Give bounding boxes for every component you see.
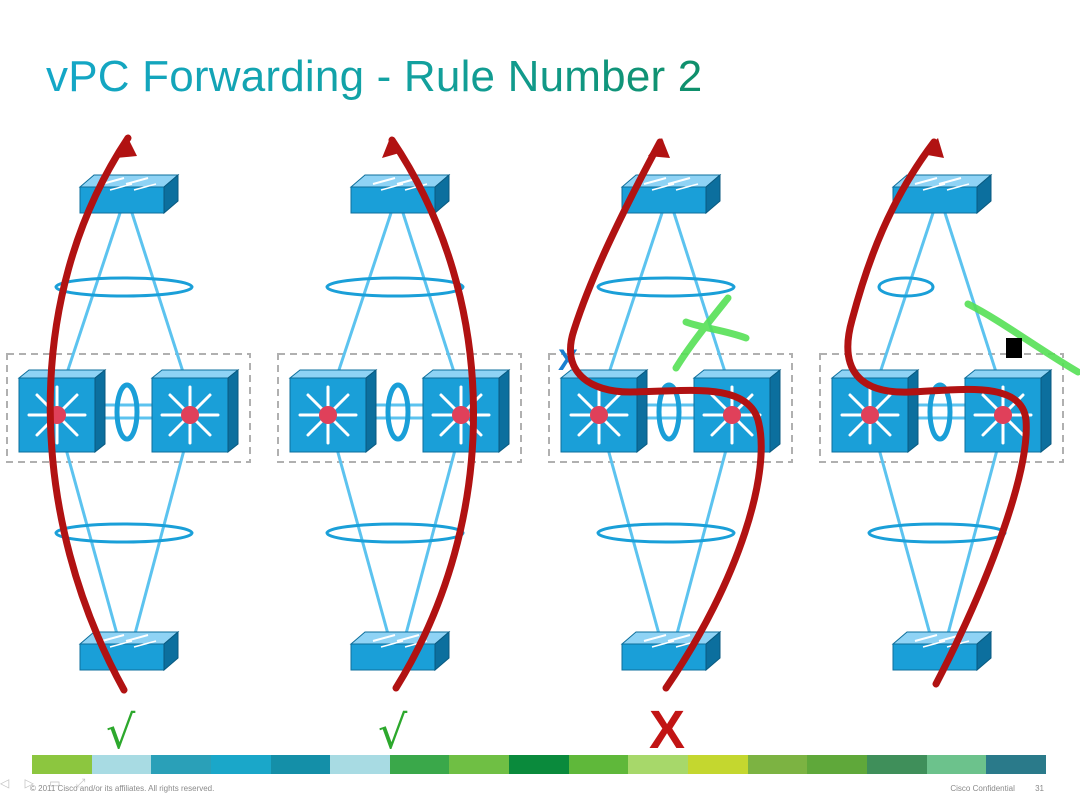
color-bar-segment bbox=[449, 755, 510, 774]
pen-cross-annotation bbox=[672, 294, 750, 372]
peer-link-ring bbox=[927, 382, 953, 442]
allowed-check-mark: √ bbox=[378, 705, 408, 759]
port-channel-ring bbox=[325, 276, 465, 298]
peer-link-ring bbox=[114, 382, 140, 442]
color-bar-segment bbox=[807, 755, 867, 774]
port-channel-ring bbox=[54, 276, 194, 298]
vpc-peer-switch-left bbox=[559, 368, 649, 454]
vpc-peer-switch-right bbox=[421, 368, 511, 454]
color-bar-segment bbox=[688, 755, 748, 774]
traffic-flow-path bbox=[844, 138, 1030, 688]
peer-link-ring bbox=[385, 382, 411, 442]
color-bar-segment bbox=[151, 755, 211, 774]
lower-access-switch bbox=[350, 631, 450, 671]
vpc-group-3: X X bbox=[548, 138, 793, 760]
color-bar-segment bbox=[32, 755, 92, 774]
slide-nav-icons[interactable]: ◁ ▷ ▭ ⤢ bbox=[0, 776, 92, 790]
color-bar-segment bbox=[210, 755, 271, 774]
color-bar-segment bbox=[270, 755, 331, 774]
vpc-peer-switch-left bbox=[830, 368, 920, 454]
port-channel-ring bbox=[54, 522, 194, 544]
port-channel-ring bbox=[877, 276, 935, 298]
color-bar-segment bbox=[926, 755, 987, 774]
port-channel-ring bbox=[325, 522, 465, 544]
color-bar-segment bbox=[509, 755, 569, 774]
port-channel-ring bbox=[867, 522, 1007, 544]
vpc-domain-box bbox=[277, 353, 522, 463]
pen-cursor bbox=[1006, 338, 1022, 358]
upper-access-switch bbox=[350, 174, 450, 214]
vpc-peer-switch-left bbox=[288, 368, 378, 454]
vpc-peer-switch-right bbox=[963, 368, 1053, 454]
slide-title: vPC Forwarding - Rule Number 2 bbox=[46, 52, 703, 101]
denied-x-mark: X bbox=[649, 700, 685, 760]
vpc-group-1: √ bbox=[6, 134, 251, 759]
color-bar-segment bbox=[628, 755, 689, 774]
vpc-peer-switch-right bbox=[150, 368, 240, 454]
color-bar-segment bbox=[389, 755, 450, 774]
color-bar-segment bbox=[866, 755, 927, 774]
vpc-group-4 bbox=[819, 138, 1080, 688]
pen-line-annotation bbox=[964, 300, 1080, 376]
vpc-peer-switch-right bbox=[692, 368, 782, 454]
traffic-flow-path bbox=[46, 134, 132, 694]
peer-link-ring bbox=[656, 382, 682, 442]
color-bar-segment bbox=[747, 755, 808, 774]
footer-right: Cisco Confidential 31 bbox=[932, 784, 1044, 793]
vpc-domain-box bbox=[548, 353, 793, 463]
brand-color-bar bbox=[32, 755, 1046, 774]
traffic-flow-path bbox=[388, 136, 477, 692]
lower-access-switch bbox=[621, 631, 721, 671]
vpc-domain-box bbox=[819, 353, 1064, 463]
port-channel-ring bbox=[596, 276, 736, 298]
color-bar-segment bbox=[91, 755, 152, 774]
port-channel-ring bbox=[596, 522, 736, 544]
footer-copyright: © 2011 Cisco and/or its affiliates. All … bbox=[30, 784, 215, 793]
page-number: 31 bbox=[1035, 784, 1044, 793]
vpc-peer-switch-left bbox=[17, 368, 107, 454]
allowed-check-mark: √ bbox=[106, 705, 136, 759]
lower-access-switch bbox=[892, 631, 992, 671]
traffic-flow-path bbox=[567, 138, 765, 692]
color-bar-segment bbox=[330, 755, 390, 774]
vpc-domain-box bbox=[6, 353, 251, 463]
vpc-group-2: √ bbox=[277, 136, 522, 759]
color-bar-segment bbox=[986, 755, 1046, 774]
color-bar-segment bbox=[568, 755, 629, 774]
footer-confidential: Cisco Confidential bbox=[950, 784, 1015, 793]
